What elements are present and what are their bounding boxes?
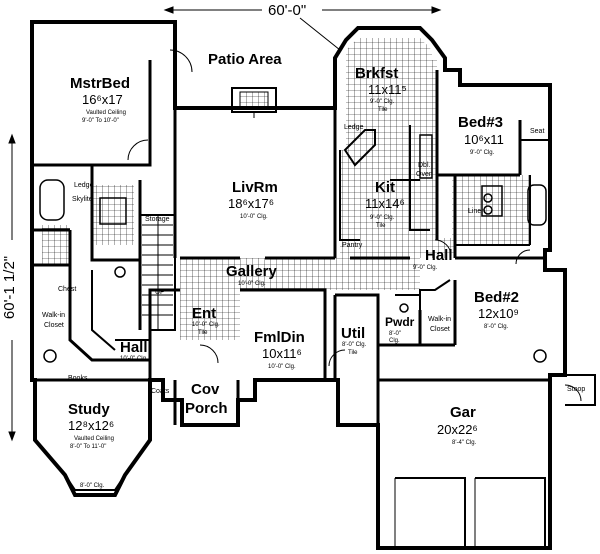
fmldin-label: FmlDin [254,329,305,346]
books-label: Books [68,375,88,382]
livrm-label: LivRm [232,179,278,196]
hall-right-label: Hall [425,247,453,264]
width-dimension: 60'-0" [268,2,307,19]
pwdr-note: 8'-0" [389,331,401,337]
walls [30,20,596,550]
ledge-label: Ledge [344,124,364,131]
study-window-note: 8'-0" Clg. [80,483,105,489]
ent-note: 10'-0" Clg. [192,322,220,328]
walkin-closet-label: Closet [44,322,64,329]
patio-label: Patio Area [208,51,282,68]
bed3-size: 10⁶x11 [464,132,504,147]
storage-label: Storage [145,216,170,223]
bed2-size: 12x10⁹ [478,306,519,321]
util-label: Util [341,325,366,342]
study-note: Vaulted Ceiling [74,436,114,442]
bed3-label: Bed#3 [458,114,504,131]
ent-label: Ent [192,305,217,322]
mstrbed-size: 16⁶x17 [82,92,123,107]
kit-size: 11x14⁶ [365,196,405,211]
study-size: 12⁸x12⁶ [68,418,115,433]
livrm-size: 18⁶x17⁶ [228,196,275,211]
gar-note: 8'-4" Clg. [452,440,477,446]
walkin-closet-label: Walk-in [428,316,452,323]
chest-label: Chest [58,286,77,293]
gar-size: 20x22⁶ [437,422,478,437]
stoop-label: Stoop [567,386,586,393]
gallery-note: 10'-0" Clg. [238,281,266,287]
brkfst-label: Brkfst [355,65,399,82]
livrm-note: 10'-0" Clg. [240,214,268,220]
fireplace [231,87,277,118]
mstrbed-note: Vaulted Ceiling [86,110,126,116]
width-dimension-line [163,6,442,51]
kit-note: Tile [376,223,386,229]
mstrbed-note: 9'-0" To 10'-0" [82,118,119,124]
pantry-label: Pantry [342,242,363,249]
dbl-oven-label: Dbl. [418,162,431,169]
covporch-label: Porch [185,400,228,417]
walkin-closet-label: Closet [430,326,450,333]
hall-right-note: 9'-0" Clg. [413,265,438,271]
fmldin-note: 10'-0" Clg. [268,364,296,370]
tile-floors [42,38,530,340]
door-swings [127,49,582,402]
gallery-label: Gallery [226,263,277,280]
dbl-oven-label: Oven [416,171,433,178]
util-note: 8'-0" Clg. [342,342,367,348]
pwdr-note: Clg. [389,338,400,344]
fixtures [39,179,547,363]
pwdr-label: Pwdr [385,315,415,329]
gar-label: Gar [450,404,476,421]
study-label: Study [68,401,110,418]
kit-note: 9'-0" Clg. [370,215,395,221]
coats-label: Coats [151,388,170,395]
linen-label: Linen [468,208,486,215]
stair-up-label: UP [155,289,165,296]
brkfst-note: 9'-0" Clg. [370,99,395,105]
util-note: Tile [348,350,358,356]
bed3-note: 9'-0" Clg. [470,150,495,156]
fmldin-size: 10x11⁶ [262,346,302,361]
kit-label: Kit [375,179,395,196]
study-note: 8'-0" To 11'-0" [70,444,107,450]
mstrbed-label: MstrBed [70,75,131,92]
walkin-closet-label: Walk-in [42,312,66,319]
skylite-label: Skylite [72,196,93,203]
ent-note: Tile [198,330,208,336]
brkfst-size: 11x11⁵ [368,82,407,97]
brkfst-note: Tile [378,107,388,113]
depth-dimension: 60'-1 1/2" [1,255,19,320]
covporch-label: Cov [191,381,220,398]
depth-dimension-line [8,133,16,442]
bed2-label: Bed#2 [474,289,520,306]
seat-label: Seat [530,128,545,135]
ledge-label: Ledge [74,182,94,189]
hall-left-note: 10'-0" Clg. [120,356,148,362]
hall-left-label: Hall [120,339,148,356]
bed2-note: 8'-0" Clg. [484,324,509,330]
